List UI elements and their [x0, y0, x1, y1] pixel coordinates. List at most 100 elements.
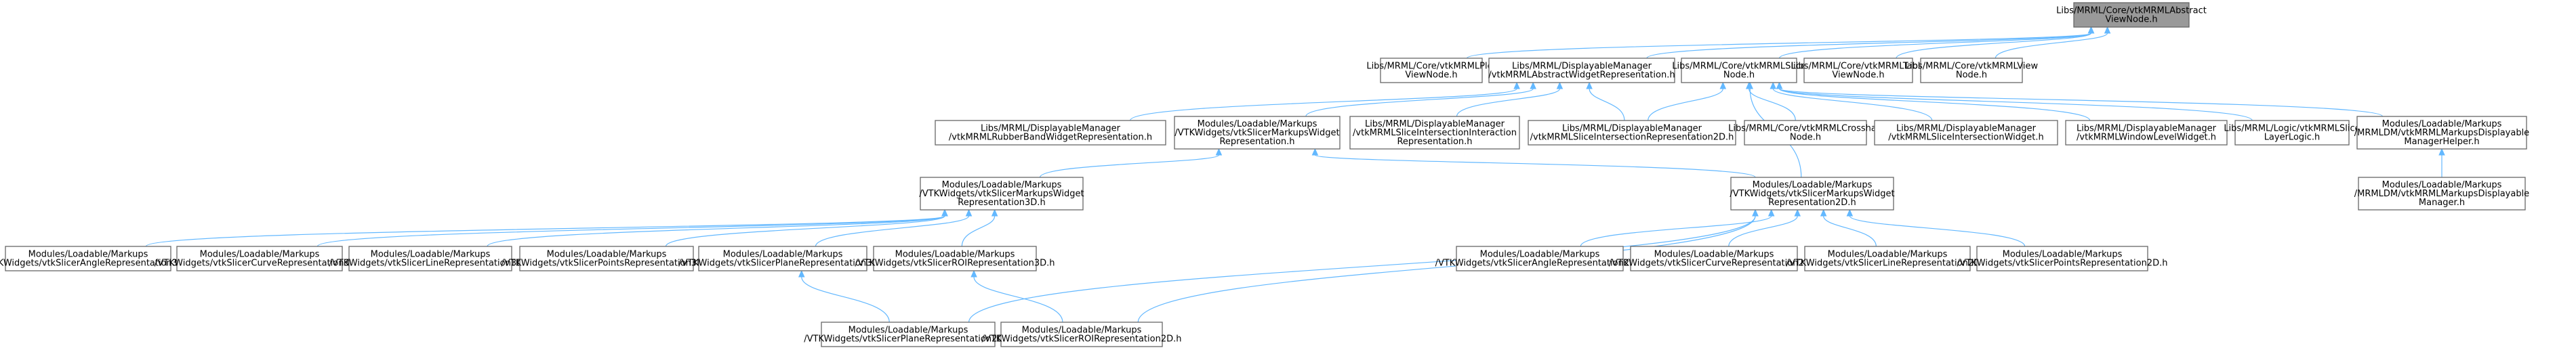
edge-roi3d-to-r3d [961, 208, 998, 247]
node-label-line: /VTKWidgets/vtkSlicerCurveRepresentation… [155, 259, 365, 269]
node-siir[interactable]: Libs/MRML/DisplayableManager/vtkMRMLSlic… [1349, 116, 1520, 150]
node-wlw[interactable]: Libs/MRML/DisplayableManager/vtkMRMLWind… [2065, 120, 2228, 146]
edge-sir2d-to-awr [1586, 81, 1625, 121]
edge-plane2d-to-plane3d [798, 269, 890, 323]
node-box [1630, 246, 1798, 271]
node-label-line: Libs/MRML/DisplayableManager [1896, 124, 2037, 134]
node-box [2356, 116, 2527, 150]
node-box [1681, 58, 1797, 83]
node-smwr[interactable]: Modules/Loadable/Markups/VTKWidgets/vtkS… [1174, 116, 1341, 150]
edge-arrowhead [798, 269, 805, 278]
node-points2d[interactable]: Modules/Loadable/Markups/VTKWidgets/vtkS… [1957, 246, 2168, 271]
edge-r2d-to-smwr [1311, 148, 1756, 178]
edge-curve2d-to-r2d [1728, 208, 1801, 247]
edge-arrowhead [1556, 81, 1563, 89]
node-mdm[interactable]: Modules/Loadable/Markups/MRMLDM/vtkMRMLM… [2354, 177, 2529, 211]
node-line3d[interactable]: Modules/Loadable/Markups/VTKWidgets/vtkS… [329, 246, 532, 271]
edge-line [1778, 88, 2253, 121]
node-label-line: /VTKWidgets/vtkSlicerAngleRepresentation… [1435, 259, 1645, 269]
node-label-line: Modules/Loadable/Markups [547, 250, 667, 260]
node-label-line: Libs/MRML/DisplayableManager [2077, 124, 2217, 134]
node-label-line: Libs/MRML/Core/vtkMRMLCrosshair [1728, 124, 1883, 134]
node-label-line: /VTKWidgets/vtkSlicerLineRepresentation3… [329, 259, 532, 269]
node-siw[interactable]: Libs/MRML/DisplayableManager/vtkMRMLSlic… [1874, 120, 2058, 146]
node-angle3d[interactable]: Modules/Loadable/Markups/VTKWidgets/vtkS… [0, 246, 192, 271]
edge-line [973, 276, 1063, 323]
edge-mdmhelper-to-slicenode [1776, 81, 2384, 117]
node-box [519, 246, 694, 271]
node-box [1174, 116, 1341, 150]
node-curve2d[interactable]: Modules/Loadable/Markups/VTKWidgets/vtkS… [1609, 246, 1819, 271]
node-label-line: Libs/MRML/DisplayableManager [1365, 119, 1505, 129]
node-plane2d[interactable]: Modules/Loadable/Markups/VTKWidgets/vtkS… [804, 322, 1013, 347]
node-box [698, 246, 867, 271]
node-roi2d[interactable]: Modules/Loadable/Markups/VTKWidgets/vtkS… [982, 322, 1182, 347]
node-label-line: Libs/MRML/DisplayableManager [981, 124, 1121, 134]
node-points3d[interactable]: Modules/Loadable/Markups/VTKWidgets/vtkS… [502, 246, 712, 271]
node-box [1000, 322, 1163, 347]
node-box [2065, 120, 2228, 146]
node-awr[interactable]: Libs/MRML/DisplayableManager/vtkMRMLAbst… [1488, 58, 1675, 83]
node-label-line: Node.h [1790, 133, 1821, 143]
edge-awr-to-root [1646, 26, 2095, 59]
node-label-line: Modules/Loadable/Markups [28, 250, 148, 260]
node-label-line: Modules/Loadable/Markups [1198, 119, 1317, 129]
edge-line [316, 215, 945, 247]
node-label-line: Modules/Loadable/Markups [371, 250, 491, 260]
edge-arrowhead [1311, 148, 1319, 156]
node-label-line: Modules/Loadable/Markups [200, 250, 320, 260]
node-mdmhelper[interactable]: Modules/Loadable/Markups/MRMLDM/vtkMRMLM… [2354, 116, 2529, 150]
edge-line3d-to-r3d [487, 208, 948, 247]
node-angle2d[interactable]: Modules/Loadable/Markups/VTKWidgets/vtkS… [1435, 246, 1645, 271]
node-label-line: Representation2D.h [1768, 198, 1856, 208]
node-sir2d[interactable]: Libs/MRML/DisplayableManager/vtkMRMLSlic… [1528, 120, 1736, 146]
edge-line [1137, 215, 1756, 323]
node-label-line: Modules/Loadable/Markups [1480, 250, 1600, 260]
node-r2d[interactable]: Modules/Loadable/Markups/VTKWidgets/vtkS… [1730, 177, 1895, 211]
edge-line [968, 215, 1756, 323]
node-label-line: Modules/Loadable/Markups [1654, 250, 1774, 260]
node-label-line: /VTKWidgets/vtkSlicerROIRepresentation3D… [855, 259, 1055, 269]
node-label-line: /MRMLDM/vtkMRMLMarkupsDisplayable [2354, 128, 2529, 138]
edge-points3d-to-r3d [665, 208, 948, 247]
node-curve3d[interactable]: Modules/Loadable/Markups/VTKWidgets/vtkS… [155, 246, 365, 271]
nodes-layer: Libs/MRML/Core/vtkMRMLAbstractViewNode.h… [0, 2, 2529, 347]
node-label-line: /vtkMRMLWindowLevelWidget.h [2077, 133, 2216, 143]
node-label-line: /vtkMRMLSliceIntersectionWidget.h [1888, 133, 2044, 143]
node-label-line: ViewNode.h [1832, 70, 1884, 81]
edge-tableview-to-root [1896, 26, 2095, 59]
node-label-line: /VTKWidgets/vtkSlicerROIRepresentation2D… [982, 334, 1182, 345]
node-rubber[interactable]: Libs/MRML/DisplayableManager/vtkMRMLRubb… [935, 120, 1166, 146]
edge-sir2d-to-slicenode [1648, 81, 1727, 121]
edge-line [1648, 88, 1723, 121]
node-line2d[interactable]: Modules/Loadable/Markups/VTKWidgets/vtkS… [1786, 246, 1989, 271]
node-plane3d[interactable]: Modules/Loadable/Markups/VTKWidgets/vtkS… [678, 246, 887, 271]
node-label-line: Libs/MRML/DisplayableManager [1512, 62, 1652, 72]
edge-line [1772, 88, 1933, 121]
edge-arrowhead [941, 208, 948, 217]
node-box [935, 120, 1166, 146]
node-label-line: /VTKWidgets/vtkSlicerPointsRepresentatio… [1957, 259, 2168, 269]
edge-arrowhead [1794, 208, 1801, 217]
node-box [1730, 177, 1894, 211]
edge-line [1995, 32, 2108, 59]
node-label-line: /vtkMRMLSliceIntersectionRepresentation2… [1530, 133, 1734, 143]
edge-points2d-to-r2d [1846, 208, 2026, 247]
node-label-line: Modules/Loadable/Markups [1753, 180, 1873, 190]
node-roi3d[interactable]: Modules/Loadable/Markups/VTKWidgets/vtkS… [855, 246, 1055, 271]
node-r3d[interactable]: Modules/Loadable/Markups/VTKWidgets/vtkS… [919, 177, 1084, 211]
edge-wlw-to-slicenode [1776, 81, 2091, 121]
edge-line [1314, 154, 1756, 178]
edge-arrowhead [1767, 208, 1775, 217]
edge-curve3d-to-r3d [316, 208, 948, 247]
edge-arrowhead [1513, 81, 1520, 89]
node-box [5, 246, 171, 271]
